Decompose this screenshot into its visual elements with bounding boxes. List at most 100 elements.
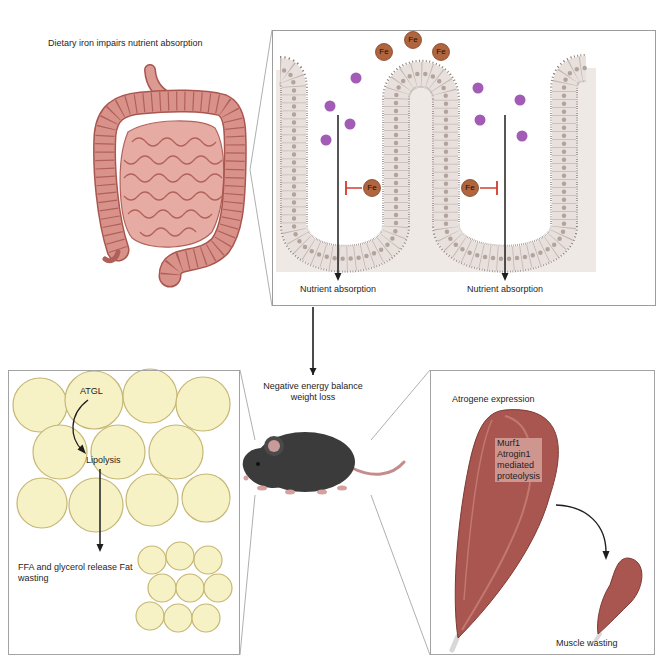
adipocyte-illustration (192, 604, 220, 632)
node-label: Negative energy balance weight loss (255, 381, 371, 403)
mouse-panel: Negative energy balance weight loss (255, 378, 371, 503)
mouse-illustration (268, 440, 280, 452)
intestine-illustration (128, 210, 212, 218)
mouse-illustration (237, 432, 404, 495)
mouse-illustration (264, 436, 284, 456)
mouse-illustration (256, 462, 260, 466)
villus-illustration (496, 181, 498, 195)
adipocyte-illustration (136, 602, 164, 630)
adipocyte-illustration (182, 474, 230, 522)
iron-label: Fe (461, 179, 479, 197)
intestine-illustration (132, 138, 216, 146)
iron-particle: Fe (363, 179, 381, 197)
intestine-illustration (105, 70, 236, 276)
connector-line (250, 30, 272, 170)
iron-particle: Fe (432, 43, 450, 61)
villus-illustration (346, 187, 362, 189)
adipocyte-illustration (194, 546, 222, 574)
muscle-panel: Atrogene expressionMurf1 Atrogin1 mediat… (430, 370, 655, 655)
zoom-connector (250, 30, 272, 306)
node-label: Lipolysis (86, 455, 121, 466)
iron-circle (364, 180, 381, 197)
node-label: FFA and glycerol release Fat wasting (18, 562, 136, 584)
iron-label: Fe (375, 43, 393, 61)
villus-illustration (280, 68, 586, 259)
adipocyte-illustration (91, 425, 145, 479)
intestine-illustration (124, 192, 222, 200)
adipocyte-illustration (176, 377, 230, 431)
mouse-illustration (352, 462, 404, 474)
lipolysis-arrows (78, 445, 87, 455)
muscle-illustration (452, 636, 458, 650)
villus-illustration (345, 181, 347, 195)
villus-illustration (276, 68, 596, 272)
connector-line (312, 307, 314, 375)
villus-illustration (325, 101, 336, 112)
mouse-illustration (285, 490, 295, 495)
iron-particle: Fe (375, 43, 393, 61)
intestine-panel: Dietary iron impairs nutrient absorption (45, 35, 250, 280)
iron-particle: Fe (461, 179, 479, 197)
villus-illustration (517, 131, 528, 142)
node-label: Murf1 Atrogin1 mediated proteolysis (495, 438, 542, 482)
adipocyte-illustration (69, 478, 123, 532)
iron-circle (376, 44, 393, 61)
muscle-illustration (464, 420, 492, 600)
mouse-illustration (317, 490, 327, 495)
intestine-illustration (105, 252, 118, 261)
intestine-illustration (105, 101, 236, 276)
node-label: Nutrient absorption (467, 284, 543, 295)
villus-illustration (335, 273, 509, 281)
villus-illustration (345, 119, 356, 130)
node-label: ATGL (80, 386, 103, 397)
connector-line (371, 370, 430, 440)
adipocyte-illustration (164, 604, 192, 632)
adipocyte-illustration (13, 369, 232, 632)
adipocyte-illustration (33, 425, 87, 479)
iron-label: Fe (404, 31, 422, 49)
lipolysis-arrows (73, 400, 104, 552)
adipocyte-illustration (126, 474, 178, 526)
iron-label: Fe (432, 43, 450, 61)
intestine-illustration (120, 121, 224, 247)
iron-circle (433, 44, 450, 61)
villus-illustration (338, 115, 505, 276)
adipocyte-illustration (138, 546, 166, 574)
villus-illustration (515, 95, 526, 106)
villus-illustration (351, 73, 362, 84)
lipolysis-arrows (97, 544, 104, 552)
iron-label: Fe (363, 179, 381, 197)
absorption-inset: Nutrient absorptionNutrient absorptionFe… (272, 30, 656, 306)
flow-arrow (310, 307, 317, 375)
intestine-illustration (140, 228, 196, 236)
intestine-illustration (105, 101, 236, 276)
muscle-illustration (455, 410, 558, 638)
mouse-illustration (257, 486, 267, 491)
villus-illustration (276, 68, 596, 281)
muscle-illustration (452, 410, 642, 650)
villus-illustration (337, 115, 339, 276)
iron-circle (462, 180, 479, 197)
villus-illustration (504, 115, 506, 276)
connector-line (371, 495, 430, 655)
connector-line (240, 495, 255, 655)
lipolysis-arrows (73, 400, 88, 450)
adipocyte-illustration (17, 478, 67, 528)
adipocyte-illustration (13, 378, 67, 432)
adipose-panel: ATGL LipolysisFFA and glycerol release Fa… (8, 370, 240, 655)
villus-illustration (280, 68, 586, 259)
node-label: Atrogene expression (452, 394, 535, 405)
adipocyte-illustration (176, 574, 204, 602)
adipocyte-illustration (123, 369, 177, 423)
muscle-illustration (603, 551, 610, 560)
node-label: Dietary iron impairs nutrient absorption (48, 38, 203, 49)
villus-illustration (335, 273, 342, 281)
zoom-connector (240, 370, 255, 655)
connector-line (240, 370, 255, 440)
arrowhead (310, 368, 317, 375)
iron-circle (405, 32, 422, 49)
mouse-illustration (244, 476, 249, 481)
villus-illustration (475, 115, 486, 126)
adipocyte-illustration (166, 542, 194, 570)
